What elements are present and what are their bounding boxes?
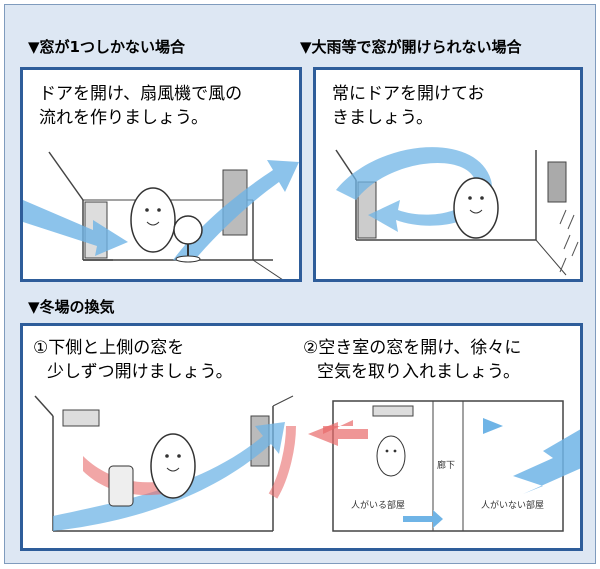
single-window-illustration xyxy=(23,151,299,279)
heavy-rain-illustration xyxy=(335,147,579,276)
heater xyxy=(108,465,134,507)
airflow-arrow xyxy=(173,160,299,262)
airflow-arrow xyxy=(336,147,493,232)
step1-text: ①下側と上側の窓を 少しずつ開けましょう。 xyxy=(33,338,233,382)
section-heading-winter: ▼冬場の換気 xyxy=(28,298,115,316)
panel-text: ドアを開け、扇風機で風の 流れを作りましょう。 xyxy=(39,84,243,128)
air-conditioner xyxy=(372,405,414,417)
panel-single-window: ドアを開け、扇風機で風の 流れを作りましょう。 xyxy=(20,67,302,282)
section-heading-heavy-rain: ▼大雨等で窓が開けられない場合 xyxy=(300,38,522,56)
warm-airflow-arrow xyxy=(83,456,163,496)
hallway-label: 廊下 xyxy=(437,461,456,471)
fan xyxy=(173,215,203,245)
warm-airflow-arrow xyxy=(308,422,368,446)
panel-heavy-rain: 常にドアを開けてお きましょう。 xyxy=(313,67,583,282)
section-heading-single-window: ▼窓が1つしかない場合 xyxy=(28,38,185,56)
panel-winter: ①下側と上側の窓を 少しずつ開けましょう。 ②空き室の窓を開け、徐々に 空気を取… xyxy=(20,323,583,551)
airflow-arrow xyxy=(513,429,580,494)
room-left-label: 人がいる部屋 xyxy=(351,501,406,511)
step2-text: ②空き室の窓を開け、徐々に 空気を取り入れましょう。 xyxy=(303,338,522,382)
character xyxy=(150,433,196,499)
panel-text: 常にドアを開けてお きましょう。 xyxy=(332,84,485,128)
winter-illustration xyxy=(34,395,580,532)
character xyxy=(130,187,176,253)
window xyxy=(547,161,567,203)
rain xyxy=(559,209,579,273)
character xyxy=(453,177,499,239)
airflow-arrow xyxy=(23,200,128,256)
air-conditioner xyxy=(62,409,100,427)
room-right-label: 人がいない部屋 xyxy=(481,501,545,511)
